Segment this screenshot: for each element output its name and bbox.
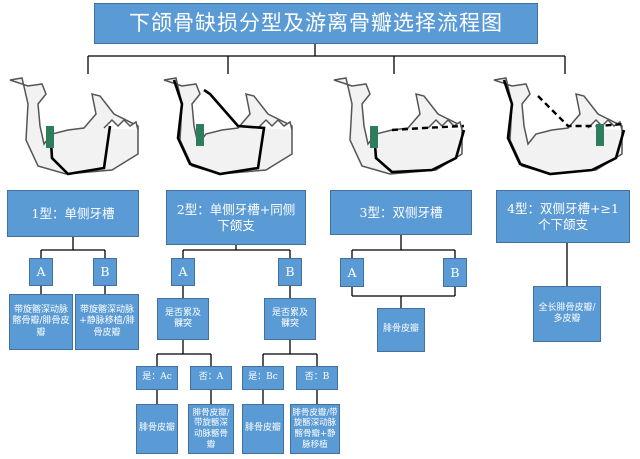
type2-a-yes: 是：Ac — [136, 366, 178, 390]
type1-option-a: A — [29, 258, 53, 286]
type1-a-result: 带旋髂深动脉髂骨瓣/腓骨皮瓣 — [9, 294, 73, 350]
type1-b-result: 带旋髂深动脉+静脉移植/腓骨皮瓣 — [75, 294, 139, 350]
jaw-illustration-type1 — [9, 77, 139, 176]
jaw-illustration-type2 — [163, 77, 293, 176]
type1-box: 1型：单侧牙槽 — [7, 190, 139, 237]
type3-option-a: A — [340, 258, 364, 287]
type2-b-condyle-question: 是否累及髁突 — [264, 298, 316, 340]
diagram-title: 下颌骨缺损分型及游离骨瓣选择流程图 — [94, 3, 538, 44]
type2-a-condyle-question: 是否累及髁突 — [157, 298, 209, 340]
type3-box: 3型：双侧牙槽 — [330, 190, 472, 235]
type2-option-a: A — [171, 258, 195, 286]
type2-b-yes: 是：Bc — [242, 366, 284, 390]
type2-option-b: B — [278, 258, 302, 286]
type2-a-no: 否：A — [190, 366, 232, 390]
type2-a-yes-result: 腓骨皮瓣 — [136, 404, 178, 454]
type1-option-b: B — [93, 258, 117, 286]
type2-box: 2型：单侧牙槽+同侧下颌支 — [166, 190, 306, 245]
type4-box: 4型：双侧牙槽+≥1个下颌支 — [496, 190, 630, 243]
type4-result: 全长腓骨皮瓣/多皮瓣 — [533, 286, 601, 342]
jaw-illustration-type4 — [493, 77, 626, 176]
type3-option-b: B — [443, 258, 467, 287]
type2-b-no-result: 腓骨皮瓣/带旋髂深动脉髂骨瓣+静脉移植 — [290, 404, 340, 454]
type2-b-no: 否：B — [296, 366, 338, 390]
type2-a-no-result: 腓骨皮瓣/带旋髂深动脉髂骨瓣 — [188, 404, 234, 454]
type2-b-yes-result: 腓骨皮瓣 — [242, 404, 284, 454]
jaw-illustration-type3 — [333, 77, 466, 175]
type3-result: 腓骨皮瓣 — [377, 308, 425, 352]
